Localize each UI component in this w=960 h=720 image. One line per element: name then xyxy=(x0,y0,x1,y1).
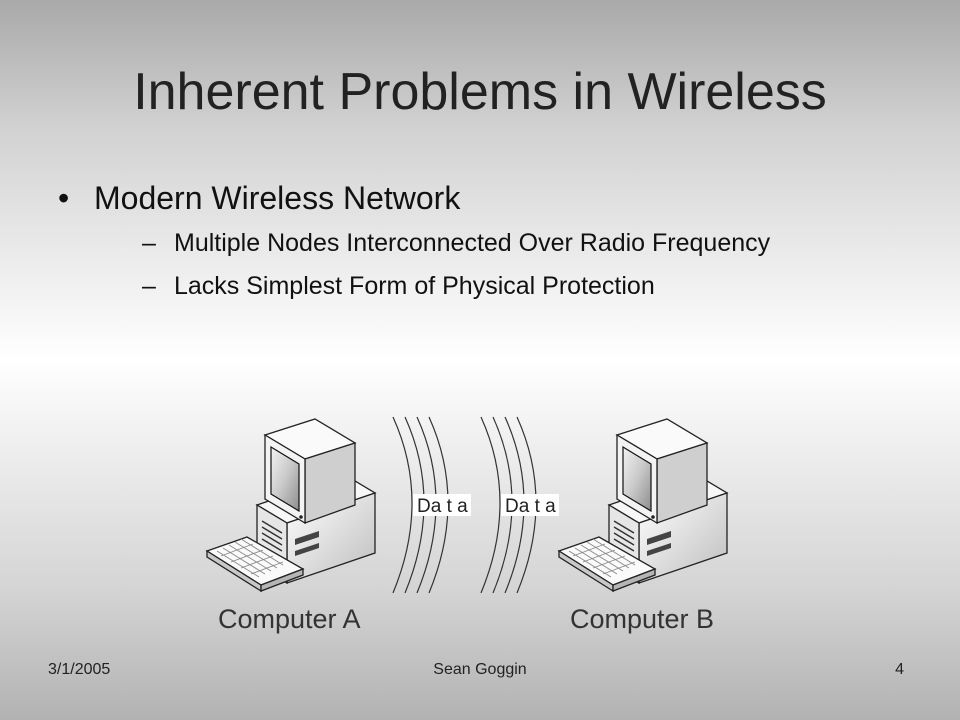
computer-a-icon xyxy=(206,418,376,592)
bullet-marker: • xyxy=(58,180,70,216)
wireless-diagram: Da t a Da t a xyxy=(206,416,728,594)
computer-a-label: Computer A xyxy=(218,604,361,634)
sub-bullet-list: – Multiple Nodes Interconnected Over Rad… xyxy=(94,228,770,301)
bullet-item: • Modern Wireless Network – Multiple Nod… xyxy=(58,178,770,301)
computer-b-label: Computer B xyxy=(570,604,715,634)
sub-bullet-marker: – xyxy=(142,272,156,300)
computer-b-icon xyxy=(558,418,728,592)
data-packet-left-bg xyxy=(413,494,471,516)
sub-bullet-item: – Lacks Simplest Form of Physical Protec… xyxy=(94,271,770,301)
slide-number: 4 xyxy=(895,661,904,678)
bullet-list: • Modern Wireless Network – Multiple Nod… xyxy=(58,178,770,314)
data-packet-right: Da t a xyxy=(505,496,556,517)
sub-bullet-marker: – xyxy=(142,229,156,257)
bullet-text: Modern Wireless Network xyxy=(94,180,461,216)
data-packet-right-bg xyxy=(501,494,559,516)
sub-bullet-text: Multiple Nodes Interconnected Over Radio… xyxy=(174,229,771,257)
data-packet-left: Da t a xyxy=(417,496,468,517)
footer-author: Sean Goggin xyxy=(433,661,527,678)
footer-date: 3/1/2005 xyxy=(48,661,111,678)
sub-bullet-text: Lacks Simplest Form of Physical Protecti… xyxy=(174,272,655,300)
slide-title: Inherent Problems in Wireless xyxy=(133,63,827,121)
sub-bullet-item: – Multiple Nodes Interconnected Over Rad… xyxy=(94,228,770,258)
